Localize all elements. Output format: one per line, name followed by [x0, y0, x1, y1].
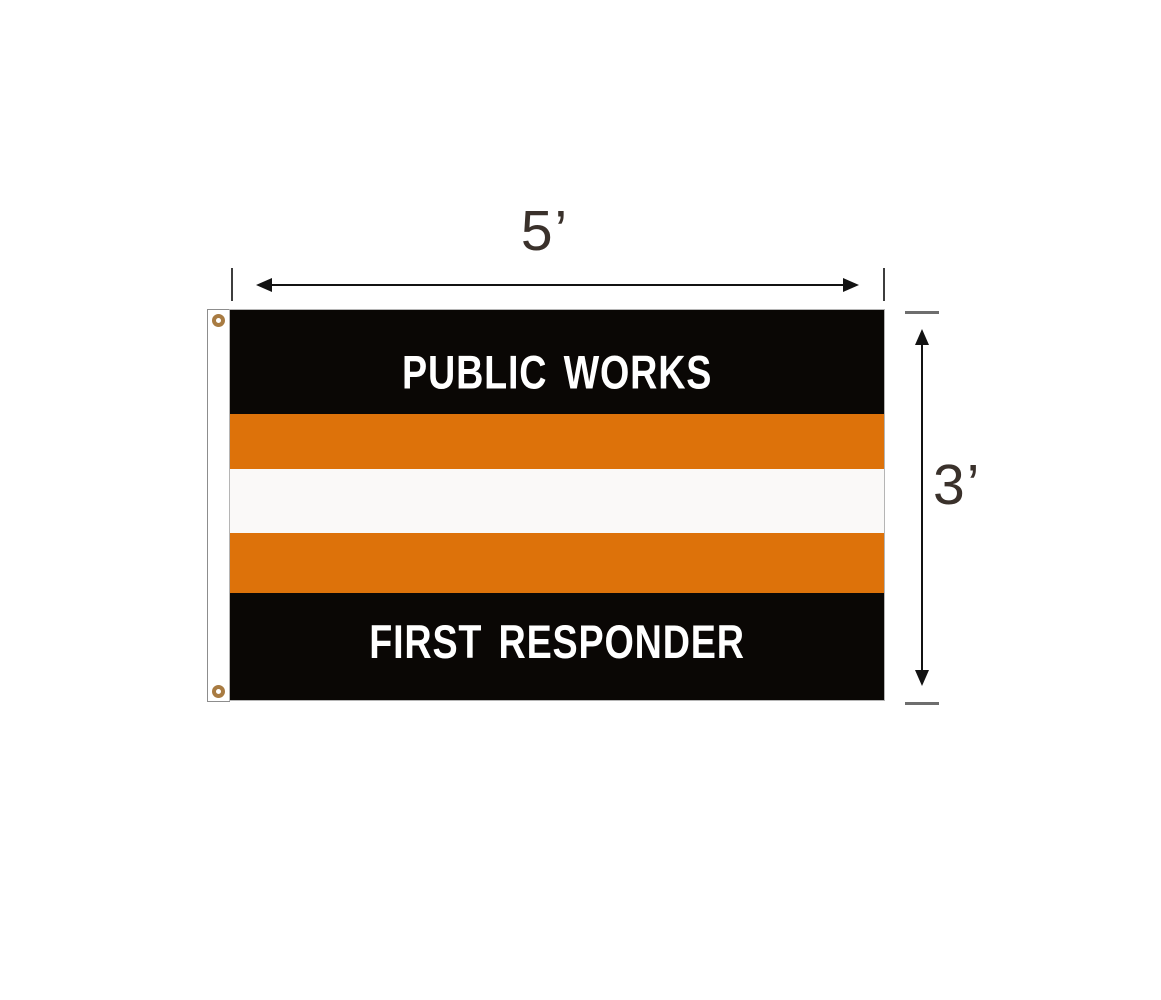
height-arrowhead-down-icon: [915, 670, 929, 686]
width-extent-tick-left: [231, 268, 233, 301]
height-arrow: [921, 343, 923, 671]
height-extent-tick-top: [905, 311, 939, 314]
grommet-bottom-icon: [212, 685, 225, 698]
stripe-black-bottom: FIRST RESPONDER: [230, 593, 884, 700]
stripe-black-top: PUBLIC WORKS: [230, 310, 884, 414]
flag-top-text: PUBLIC WORKS: [401, 345, 713, 399]
width-dimension-label: 5’: [520, 199, 570, 263]
grommet-top-icon: [212, 314, 225, 327]
flag-body: PUBLIC WORKS FIRST RESPONDER: [229, 309, 885, 701]
height-arrowhead-up-icon: [915, 329, 929, 345]
height-extent-tick-bottom: [905, 702, 939, 705]
stripe-orange-lower: [230, 533, 884, 593]
flag-hoist-sleeve: [207, 309, 230, 702]
stripe-orange-upper: [230, 414, 884, 469]
width-arrowhead-left-icon: [256, 278, 272, 292]
stripe-white-middle: [230, 469, 884, 533]
flag-bottom-text: FIRST RESPONDER: [369, 614, 745, 668]
width-extent-tick-right: [883, 268, 885, 301]
width-arrowhead-right-icon: [843, 278, 859, 292]
width-arrow: [270, 284, 845, 286]
height-dimension-label: 3’: [933, 453, 982, 517]
